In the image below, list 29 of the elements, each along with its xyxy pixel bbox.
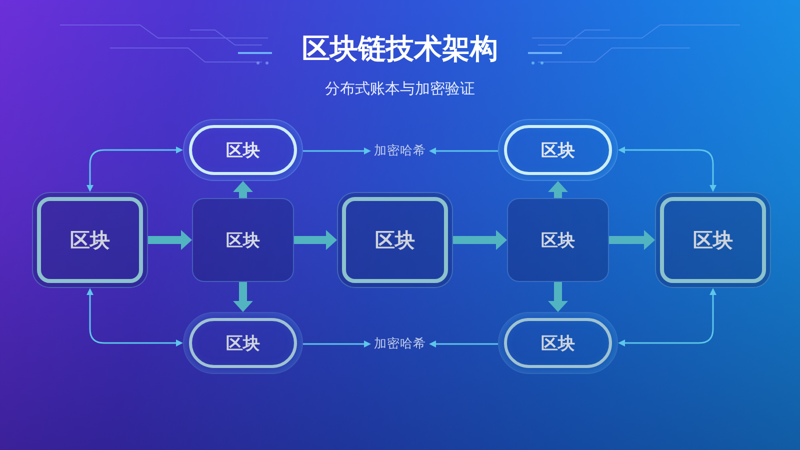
rounded-box: 区块 — [337, 192, 453, 288]
pill-node: 区块 — [183, 119, 303, 181]
thick-arrow — [233, 282, 253, 312]
elbow-arrow — [618, 288, 716, 346]
text-label: 加密哈希 — [371, 336, 429, 352]
title: 区块链技术架构 — [302, 31, 498, 67]
thick-arrow — [453, 230, 507, 250]
thick-arrow — [609, 230, 655, 250]
elbow-arrow — [86, 288, 183, 346]
rounded-box: 区块 — [655, 192, 771, 288]
arrow — [303, 340, 371, 348]
arrow — [429, 148, 498, 154]
rounded-box: 区块 — [507, 198, 609, 282]
pill-node: 区块 — [183, 312, 303, 374]
text-label: 加密哈希 — [371, 142, 429, 160]
rounded-box: 区块 — [192, 198, 294, 282]
subtitle: 分布式账本与加密验证 — [325, 80, 475, 98]
elbow-arrow — [86, 146, 183, 192]
pill-node: 区块 — [498, 119, 618, 181]
elbow-arrow — [618, 146, 716, 192]
pill-node: 区块 — [498, 312, 618, 374]
arrow — [429, 340, 498, 348]
rounded-box: 区块 — [32, 192, 148, 288]
arrow — [303, 148, 371, 154]
thick-arrow — [294, 230, 337, 250]
thick-arrow — [148, 230, 192, 250]
thick-arrow — [233, 181, 253, 198]
thick-arrow — [548, 282, 568, 312]
thick-arrow — [548, 181, 568, 198]
